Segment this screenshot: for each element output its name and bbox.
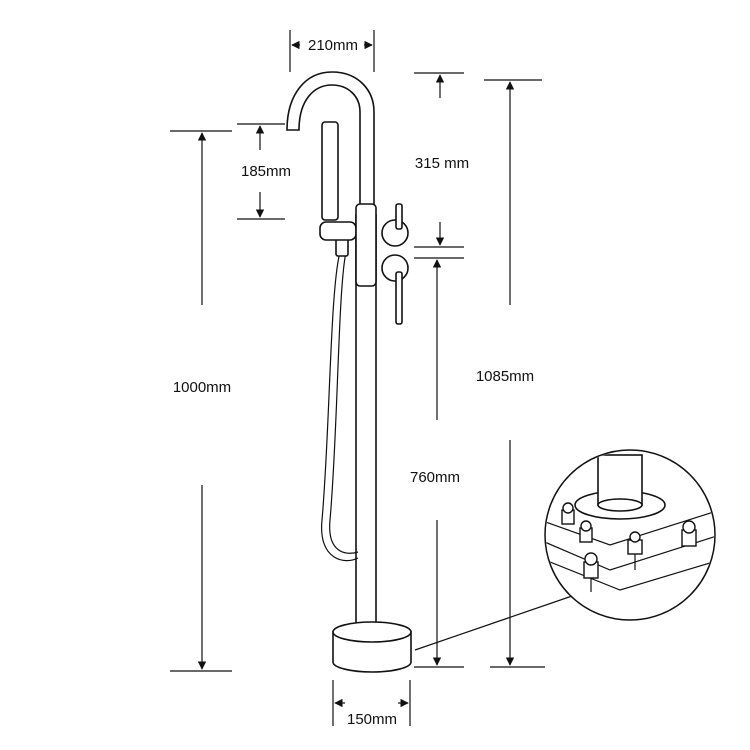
label-base-diameter: 150mm (347, 711, 397, 728)
dimension-spout-top-to-handle: 315 mm (414, 72, 469, 248)
dimension-base-diameter: 150mm (332, 680, 411, 728)
label-spout-top-to-handle: 315 mm (415, 155, 469, 172)
label-handset-height: 185mm (241, 163, 291, 180)
label-spout-reach: 210mm (308, 37, 358, 54)
freestanding-bath-faucet (286, 71, 412, 673)
dimension-spout-reach: 210mm (289, 30, 375, 72)
dimension-handset-height: 185mm (237, 123, 291, 220)
label-spout-to-floor: 1000mm (173, 379, 231, 396)
dimension-spout-to-floor: 1000mm (170, 130, 232, 672)
label-total-height: 1085mm (476, 368, 534, 385)
base-fixing-detail-callout (414, 449, 716, 651)
label-handle-to-floor: 760mm (410, 469, 460, 486)
dimension-handle-to-floor: 760mm (410, 257, 464, 668)
dimension-total-height: 1085mm (476, 79, 545, 668)
